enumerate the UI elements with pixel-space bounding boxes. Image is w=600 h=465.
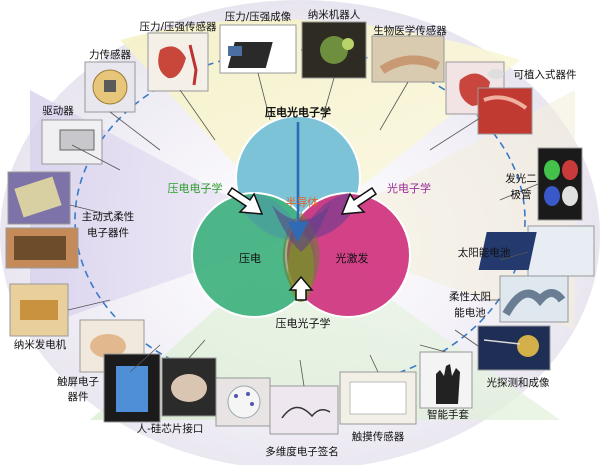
- label-touch-sensor: 触摸传感器: [352, 430, 405, 443]
- hollow-arrow-left: [226, 186, 264, 215]
- label-photodetector: 光探测和成像: [487, 376, 550, 389]
- connector-lines: [67, 72, 539, 387]
- brain-chip-interface-photo: [161, 357, 217, 417]
- force-sensor-photo: [84, 61, 136, 113]
- label-pressure-sensor: 压力/压强传感器: [139, 20, 217, 33]
- venn-bottom-title: 压电光子学: [276, 316, 331, 330]
- label-brain-chip: 人-硅芯片接口: [137, 422, 204, 435]
- nanogenerator-photo: [9, 283, 69, 337]
- label-nanogenerator: 纳米发电机: [14, 338, 67, 351]
- implantable-photo-2: [477, 87, 533, 135]
- label-led-line2: 极管: [511, 188, 532, 201]
- label-flexible-line2: 电子器件: [87, 226, 129, 239]
- eeg-cap-photo: [215, 377, 271, 427]
- touchscreen-phone-photo: [103, 353, 161, 423]
- smart-glove-photo: [419, 351, 473, 409]
- flexible-solar-cell-photo: [499, 275, 569, 323]
- actuator-photo: [41, 119, 103, 165]
- label-force-sensor: 力传感器: [89, 48, 131, 61]
- label-implantable-device: 可植入式器件: [514, 68, 577, 81]
- solar-cell-photo: [478, 225, 595, 277]
- flexible-electronics-photo: [7, 171, 71, 225]
- label-flex-solar-line2: 能电池: [454, 306, 486, 319]
- venn-photoexcite: 光激发: [336, 251, 369, 265]
- venn-top-title: 压电光电子学: [265, 105, 331, 119]
- e-signature-photo: [269, 385, 339, 435]
- label-flex-solar-line1: 柔性太阳: [449, 290, 491, 303]
- pressure-imaging-photo: [219, 24, 297, 74]
- label-led: 发光二 极管: [505, 172, 537, 201]
- label-led-line1: 发光二: [505, 172, 537, 185]
- venn-semiconductor: 半导体: [286, 195, 319, 209]
- pressure-sensor-photo: [147, 32, 209, 92]
- hollow-arrow-right: [340, 186, 378, 215]
- led-photo: [537, 147, 583, 221]
- label-flexible-solar-cell: 柔性太阳 能电池: [449, 290, 491, 319]
- dashed-ellipse: [74, 49, 526, 391]
- label-flexible-line1: 主动式柔性: [82, 210, 135, 223]
- label-touchscreen-line1: 触屏电子: [57, 375, 99, 388]
- touch-sensor-photo: [339, 371, 417, 425]
- nanorobot-photo: [301, 21, 367, 79]
- label-nanorobot: 纳米机器人: [308, 8, 361, 21]
- label-smart-glove: 智能手套: [427, 408, 469, 421]
- biomedical-sensor-photo: [371, 35, 445, 83]
- flexible-electronics-photo-2: [5, 227, 79, 269]
- label-biomedical-sensor: 生物医学传感器: [373, 24, 447, 37]
- venn-piezo: 压电: [239, 252, 261, 265]
- label-actuator: 驱动器: [42, 105, 74, 117]
- label-pressure-imaging: 压力/压强成像: [225, 10, 292, 23]
- label-touchscreen-line2: 器件: [68, 391, 89, 403]
- label-flexible-electronics: 主动式柔性 电子器件: [82, 210, 135, 239]
- label-e-signature: 多维度电子签名: [265, 445, 339, 458]
- hollow-arrow-bottom: [288, 275, 314, 301]
- label-solar-cell: 太阳能电池: [458, 246, 511, 259]
- venn-right-title: 光电子学: [387, 181, 431, 195]
- venn-left-title: 压电电子学: [168, 181, 223, 195]
- label-touchscreen: 触屏电子 器件: [57, 375, 99, 403]
- photodetector-photo: [477, 325, 551, 371]
